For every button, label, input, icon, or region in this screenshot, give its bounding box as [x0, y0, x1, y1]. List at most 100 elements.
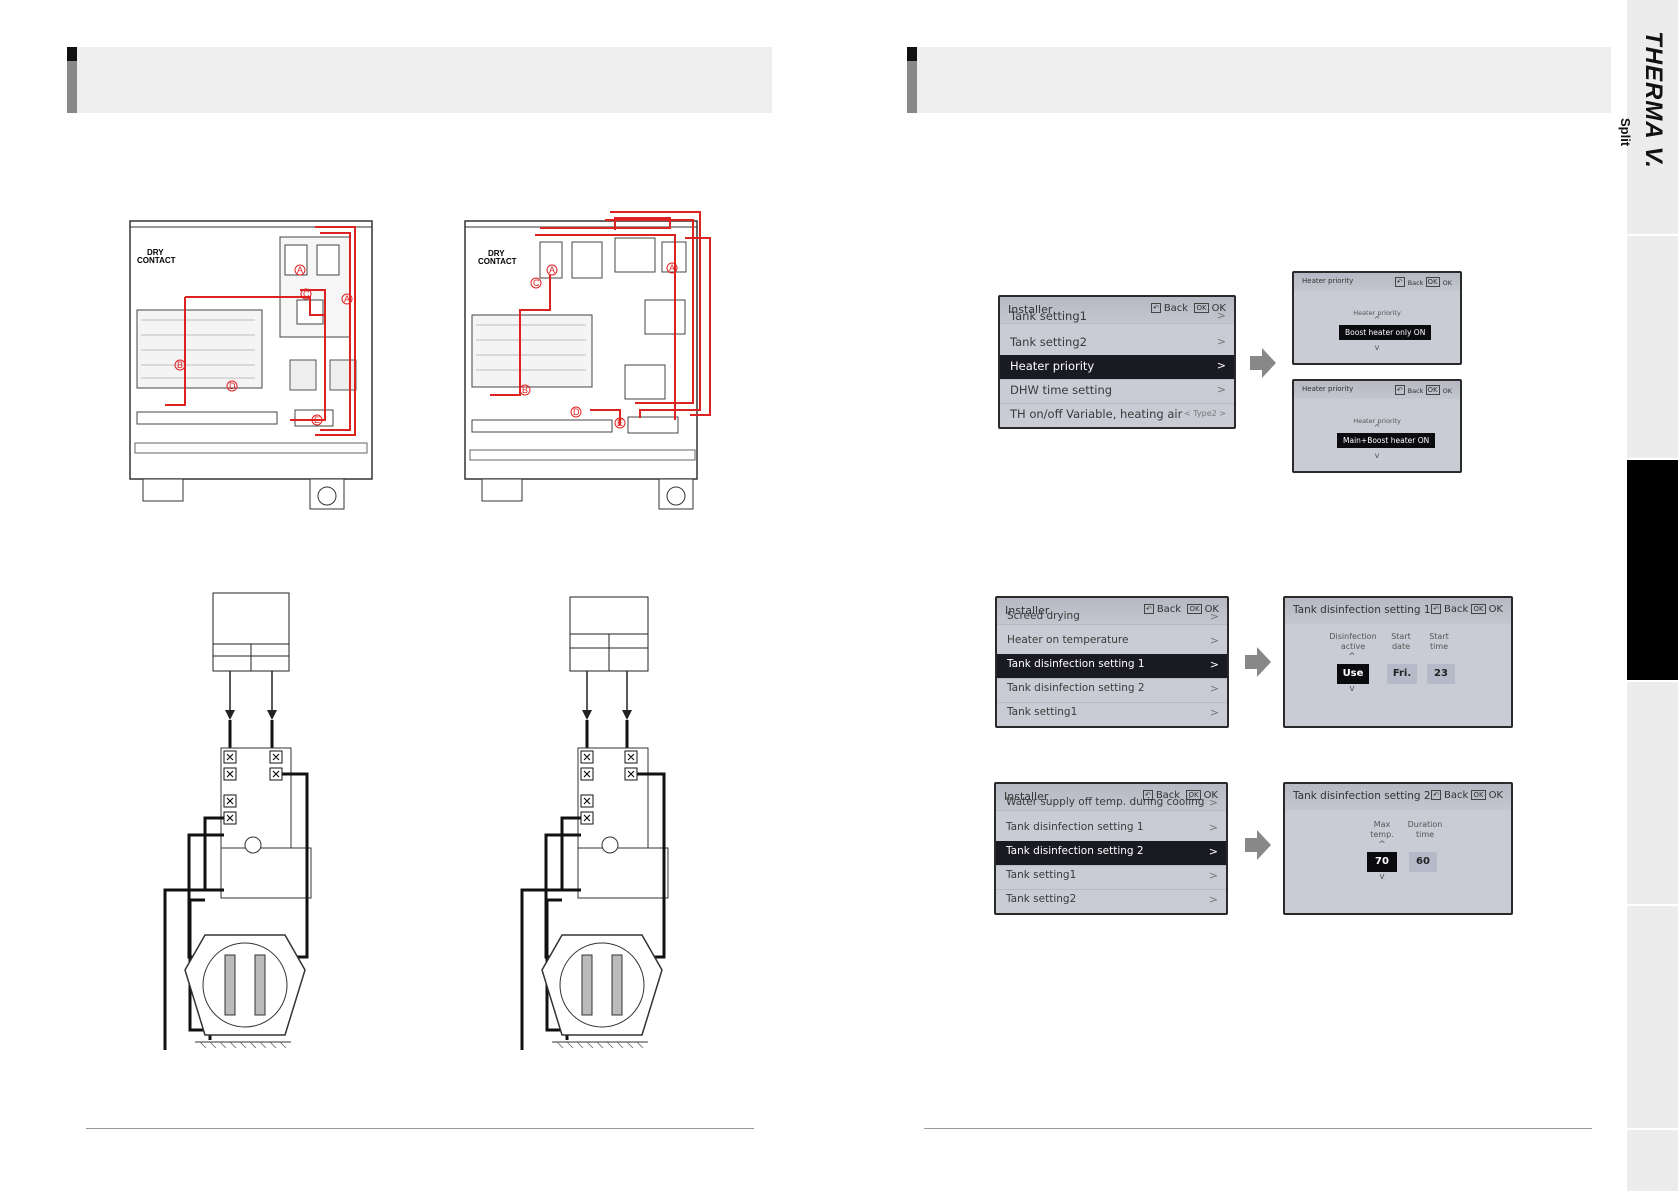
back-icon: ↶ — [1431, 604, 1441, 614]
control-box-diagram-2: DRY CONTACT A C A B D E — [464, 211, 711, 510]
svg-text:B: B — [177, 360, 183, 370]
ok-icon: OK — [1186, 790, 1201, 800]
brand-logo: THERMA V. — [1639, 31, 1667, 169]
max-temp-value[interactable]: 70 — [1367, 852, 1397, 872]
ok-button[interactable]: OK — [1488, 604, 1503, 615]
screen-title: Installer — [1008, 303, 1053, 316]
col-label: Disinfection active — [1329, 632, 1377, 651]
menu-item[interactable]: Tank setting2> — [1006, 893, 1218, 906]
start-date-value[interactable]: Fri. — [1387, 664, 1417, 684]
svg-text:B: B — [522, 385, 528, 395]
arrow-right-icon — [1245, 647, 1271, 677]
back-button[interactable]: Back — [1407, 387, 1424, 395]
ok-icon: OK — [1425, 277, 1440, 287]
side-tab-6[interactable] — [1627, 1130, 1678, 1193]
menu-item[interactable]: Tank setting1> — [1007, 706, 1219, 719]
back-button[interactable]: Back — [1155, 790, 1181, 801]
menu-item[interactable]: Tank disinfection setting 1> — [996, 817, 1226, 842]
menu-item[interactable]: TH on/off Variable, heating air< Type2 > — [1010, 407, 1226, 421]
ok-button[interactable]: OK — [1204, 604, 1219, 615]
menu-item[interactable]: Water supply off temp. during cooling> — [996, 796, 1226, 811]
svg-text:D: D — [573, 407, 580, 417]
arrow-right-icon — [1245, 830, 1271, 860]
back-button[interactable]: Back — [1407, 279, 1424, 287]
side-tab-active[interactable] — [1627, 460, 1678, 682]
col-label: Start date — [1391, 632, 1411, 651]
svg-text:A: A — [344, 294, 350, 304]
back-button[interactable]: Back — [1443, 604, 1469, 615]
svg-text:A: A — [549, 265, 555, 275]
left-section-header — [67, 47, 772, 113]
menu-item-selected[interactable]: Tank disinfection setting 1> — [997, 654, 1227, 679]
disinfection-active-value[interactable]: Use — [1337, 664, 1369, 684]
down-chevron-icon[interactable]: v — [1374, 343, 1380, 352]
menu-item[interactable]: Screed drying> — [997, 610, 1227, 625]
side-tab-4[interactable] — [1627, 682, 1678, 906]
setting-value[interactable]: Boost heater only ON — [1339, 325, 1432, 340]
col-label: Duration time — [1407, 820, 1443, 839]
setting-value[interactable]: Main+Boost heater ON — [1337, 433, 1436, 448]
dry-contact-label-3: DRY — [488, 249, 505, 258]
brand-tab: THERMA V. Split — [1618, 0, 1678, 236]
thermostat-wiring-diagram-1 — [163, 592, 312, 1050]
up-chevron-icon[interactable]: ^ — [1348, 652, 1356, 662]
down-chevron-icon[interactable]: v — [1374, 451, 1380, 460]
up-chevron-icon[interactable]: ^ — [1378, 840, 1386, 850]
right-footer-rule — [924, 1128, 1592, 1129]
menu-item[interactable]: Tank disinfection setting 2> — [997, 678, 1227, 703]
up-chevron-icon[interactable]: ^ — [1373, 423, 1381, 432]
start-time-value[interactable]: 23 — [1427, 664, 1455, 684]
svg-text:C: C — [533, 278, 540, 288]
setting-label: Heater priority — [1353, 309, 1401, 317]
ok-icon: OK — [1187, 604, 1202, 614]
menu-item-selected[interactable]: Tank disinfection setting 2> — [996, 841, 1226, 866]
back-icon: ↶ — [1431, 790, 1441, 800]
col-label: Start time — [1429, 632, 1449, 651]
back-icon: ↶ — [1142, 790, 1153, 800]
ok-button[interactable]: OK — [1442, 387, 1452, 395]
menu-item-selected[interactable]: Heater priority> — [1000, 355, 1234, 380]
side-tab-5[interactable] — [1627, 906, 1678, 1130]
back-icon: ↶ — [1394, 277, 1405, 287]
ok-button[interactable]: OK — [1442, 279, 1452, 287]
col-label: Max temp. — [1370, 820, 1394, 839]
svg-text:C: C — [303, 289, 310, 299]
back-button[interactable]: Back — [1163, 303, 1189, 314]
side-tab-2[interactable] — [1627, 236, 1678, 460]
ok-button[interactable]: OK — [1488, 790, 1503, 801]
setting-label: Heater priority — [1353, 417, 1401, 425]
back-icon: ↶ — [1143, 604, 1154, 614]
menu-item[interactable]: Heater on temperature> — [997, 630, 1227, 655]
ok-button[interactable]: OK — [1203, 790, 1218, 801]
down-chevron-icon[interactable]: v — [1379, 872, 1385, 882]
down-chevron-icon[interactable]: v — [1349, 684, 1355, 694]
menu-item[interactable]: Tank setting1> — [996, 865, 1226, 890]
up-chevron-icon[interactable]: ^ — [1373, 315, 1381, 324]
back-button[interactable]: Back — [1443, 790, 1469, 801]
ok-icon: OK — [1471, 790, 1486, 800]
arrow-right-icon — [1250, 348, 1276, 378]
dry-contact-label-4: CONTACT — [478, 257, 517, 266]
duration-time-value[interactable]: 60 — [1409, 852, 1437, 872]
svg-text:E: E — [314, 415, 320, 425]
left-footer-rule — [86, 1128, 754, 1129]
ok-icon: OK — [1425, 385, 1440, 395]
ok-icon: OK — [1194, 303, 1209, 313]
back-button[interactable]: Back — [1156, 604, 1182, 615]
ok-button[interactable]: OK — [1211, 303, 1226, 314]
menu-item[interactable]: DHW time setting> — [1000, 379, 1234, 404]
menu-item[interactable]: Tank setting2> — [1000, 331, 1234, 356]
right-section-header — [907, 47, 1611, 113]
control-box-diagram-1: DRY CONTACT A C A B D E — [129, 220, 373, 510]
menu-item[interactable]: Tank setting1> — [1000, 309, 1234, 324]
svg-text:E: E — [617, 418, 623, 428]
brand-sub: Split — [1618, 118, 1633, 147]
dry-contact-label-2: CONTACT — [137, 256, 176, 265]
svg-text:A: A — [297, 265, 303, 275]
